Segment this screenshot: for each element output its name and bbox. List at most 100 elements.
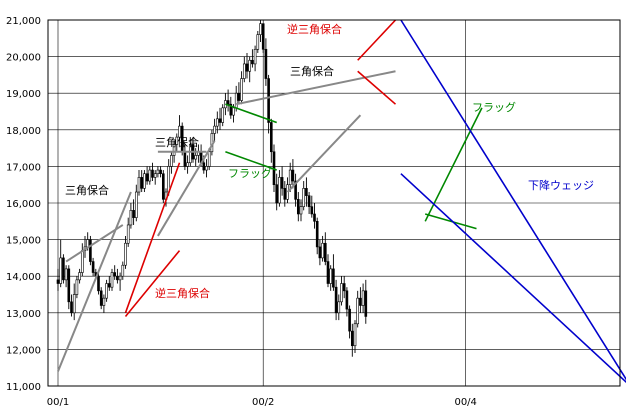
candle-body: [261, 23, 265, 50]
triangle-line: [65, 224, 124, 263]
flag-line: [225, 151, 277, 171]
candle-body: [64, 268, 68, 281]
candle-body: [102, 297, 106, 306]
candle-body: [167, 166, 171, 193]
candle-body: [221, 107, 225, 123]
x-tick-label: 00/4: [454, 397, 476, 408]
candle-body: [278, 177, 281, 204]
candle-body: [345, 290, 349, 310]
candle-body: [315, 221, 319, 248]
candle-body: [348, 308, 351, 332]
triangle-line: [57, 191, 132, 372]
candle-body: [248, 59, 252, 72]
candle-body: [186, 162, 189, 167]
candle-body: [194, 155, 198, 160]
candle-body: [275, 184, 279, 204]
y-tick-label: 17,000: [6, 162, 41, 173]
triangle-line: [286, 114, 362, 193]
candle-body: [283, 188, 287, 200]
pattern-label: 三角保合: [290, 64, 334, 78]
candle-body: [213, 125, 216, 134]
candle-body: [364, 290, 368, 317]
candle-body: [337, 301, 341, 314]
candle-body: [356, 297, 360, 325]
candle-body: [305, 188, 308, 196]
x-tick-labels: 00/1 00/2 00/4: [47, 397, 477, 408]
candle-body: [280, 177, 284, 189]
candle-body: [234, 92, 238, 109]
candle-body: [126, 224, 130, 244]
candle-body: [178, 125, 181, 138]
candle-body: [118, 275, 122, 281]
candle-body: [70, 301, 73, 314]
candle-body: [353, 323, 357, 347]
candle-body: [321, 242, 324, 259]
candle-body: [215, 118, 219, 127]
candle-body: [91, 261, 95, 273]
y-tick-labels: 11,00012,00013,00014,00015,00016,00017,0…: [6, 16, 41, 393]
x-tick-label: 00/2: [252, 397, 274, 408]
y-tick-label: 12,000: [6, 345, 41, 356]
y-tick-label: 13,000: [6, 309, 41, 320]
candle-body: [170, 155, 173, 167]
x-tick-label: 00/1: [47, 397, 69, 408]
candle-body: [242, 63, 246, 79]
wedge-line: [400, 173, 626, 384]
candle-body: [75, 279, 79, 295]
reverse-triangle-line: [357, 19, 397, 61]
candle-body: [329, 268, 333, 284]
candle-body: [229, 103, 233, 116]
candle-body: [116, 275, 119, 281]
candle-body: [288, 169, 292, 185]
reverse-triangle-line: [124, 162, 181, 314]
candle-body: [89, 239, 92, 262]
candle-body: [62, 257, 65, 281]
candle-body: [361, 290, 365, 306]
candle-body: [237, 92, 241, 101]
candle-body: [332, 268, 335, 288]
pattern-label: 逆三角保合: [287, 22, 342, 36]
pattern-label: 下降ウェッジ: [528, 178, 594, 192]
reverse-triangle-line: [357, 70, 397, 105]
candle-body: [159, 169, 162, 175]
candle-body: [264, 48, 268, 79]
candle-body: [97, 275, 100, 292]
triangle-line: [157, 140, 216, 237]
flag-line: [424, 213, 477, 230]
pattern-label: 逆三角保合: [155, 286, 210, 300]
candle-body: [72, 294, 76, 314]
candle-body: [124, 242, 127, 266]
candle-body: [67, 268, 71, 303]
candle-body: [140, 177, 144, 189]
candle-body: [326, 261, 330, 284]
candle-body: [172, 144, 176, 156]
candle-body: [218, 118, 222, 123]
candle-body: [113, 272, 117, 277]
candle-body: [291, 169, 295, 182]
candle-body: [59, 257, 63, 284]
candle-body: [175, 136, 179, 145]
candle-body: [183, 151, 187, 167]
candle-body: [107, 283, 111, 288]
candle-body: [137, 177, 141, 193]
pattern-label: 三角保合: [155, 135, 199, 149]
candle-body: [232, 107, 235, 116]
candle-body: [99, 290, 103, 306]
candle-body: [86, 239, 90, 248]
plot-frame: [47, 19, 621, 387]
y-tick-label: 15,000: [6, 236, 41, 247]
y-tick-label: 18,000: [6, 126, 41, 137]
candle-body: [267, 78, 270, 123]
candle-body: [80, 250, 84, 273]
pattern-label: フラッグ: [472, 100, 516, 114]
candle-body: [296, 199, 300, 215]
candle-body: [256, 34, 260, 50]
candle-body: [148, 169, 152, 182]
candle-body: [294, 180, 297, 200]
candle-body: [310, 206, 314, 215]
triangle-line: [235, 70, 396, 106]
y-tick-label: 19,000: [6, 89, 41, 100]
candle-body: [110, 272, 114, 288]
